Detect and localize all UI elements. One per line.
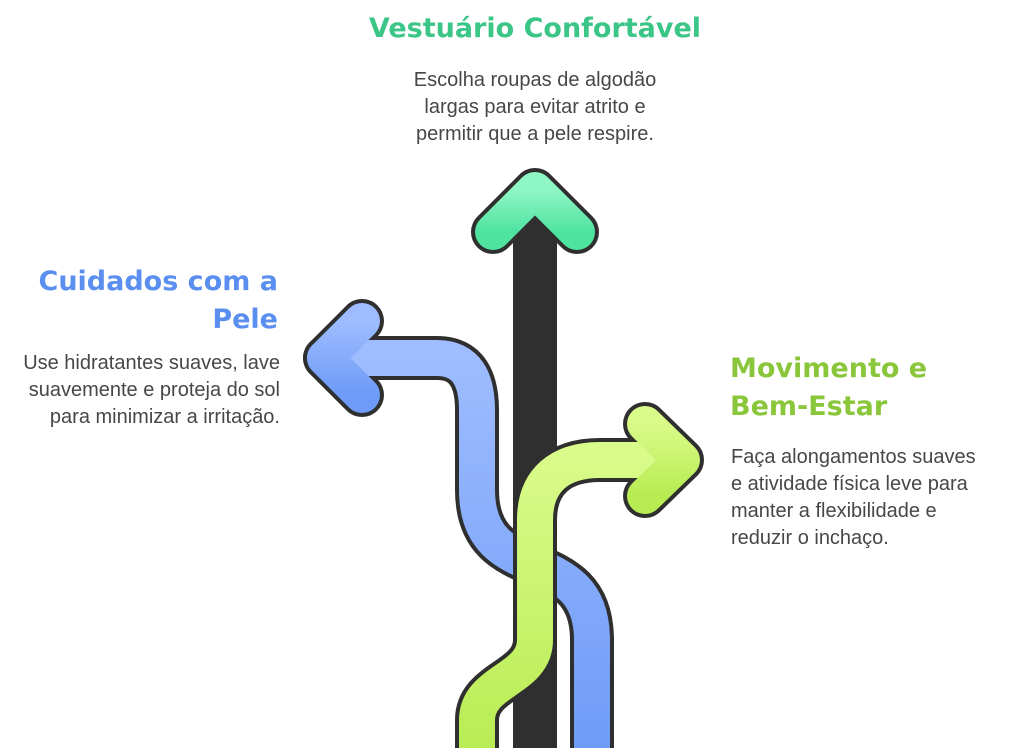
left-title: Cuidados com a Pele xyxy=(38,266,279,335)
right-arrow xyxy=(455,402,704,748)
right-description: Faça alongamentos suaves e atividade fís… xyxy=(731,446,976,549)
left-description: Use hidratantes suaves, lave suavemente … xyxy=(23,352,280,428)
right-title: Movimento e Bem-Estar xyxy=(730,353,928,422)
left-arrow xyxy=(303,299,614,748)
center-description: Escolha roupas de algodão largas para ev… xyxy=(413,69,657,145)
center-title: Vestuário Confortável xyxy=(368,13,702,44)
